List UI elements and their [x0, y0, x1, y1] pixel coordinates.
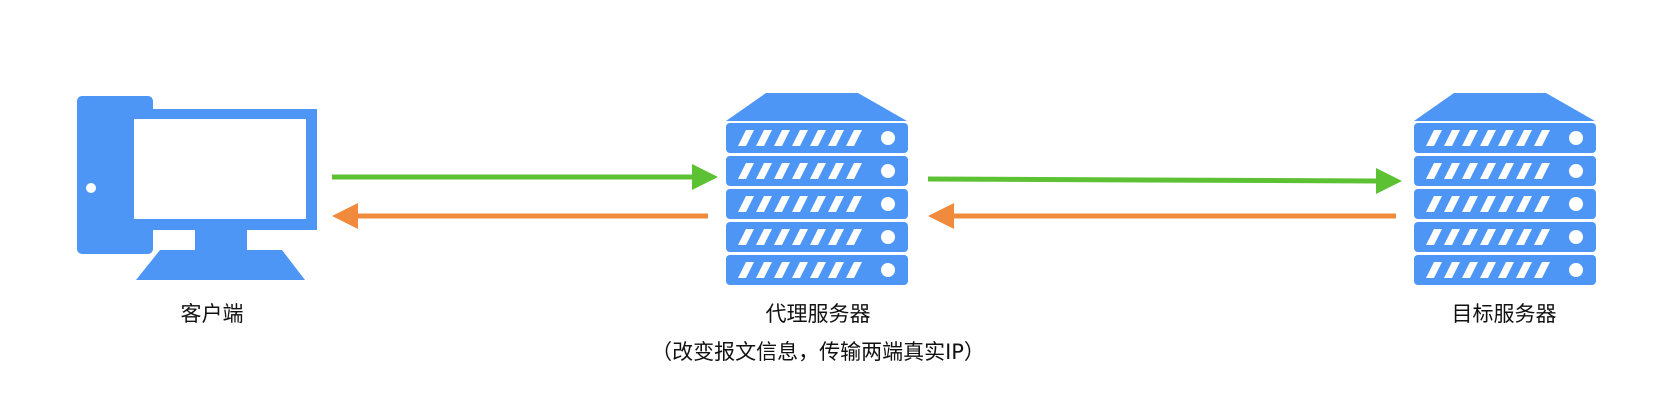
server-unit	[1414, 222, 1596, 252]
server-unit	[726, 222, 908, 252]
arrow-proxy-to-client	[332, 203, 708, 229]
server-rack-icon	[1414, 93, 1596, 285]
desktop-computer-icon	[77, 96, 317, 280]
arrow-target-to-proxy	[928, 203, 1396, 229]
server-unit	[726, 255, 908, 285]
server-top	[726, 93, 907, 121]
power-button	[86, 183, 96, 193]
monitor-screen	[134, 119, 306, 219]
arrow-proxy-to-target	[927, 168, 1402, 194]
client-label: 客户端	[180, 302, 244, 326]
target-label: 目标服务器	[1451, 302, 1557, 326]
server-rack-icon	[726, 93, 908, 285]
proxy-note: （改变报文信息，传输两端真实IP）	[651, 340, 985, 364]
server-unit	[1414, 156, 1596, 186]
server-unit	[1414, 123, 1596, 153]
server-top	[1414, 93, 1595, 121]
proxy-label: 代理服务器	[765, 302, 871, 326]
server-unit	[726, 189, 908, 219]
server-unit	[726, 123, 908, 153]
arrow-client-to-proxy	[332, 164, 718, 190]
server-unit	[1414, 189, 1596, 219]
monitor-base	[136, 250, 305, 280]
server-unit	[1414, 255, 1596, 285]
server-unit	[726, 156, 908, 186]
monitor-neck	[195, 230, 247, 250]
